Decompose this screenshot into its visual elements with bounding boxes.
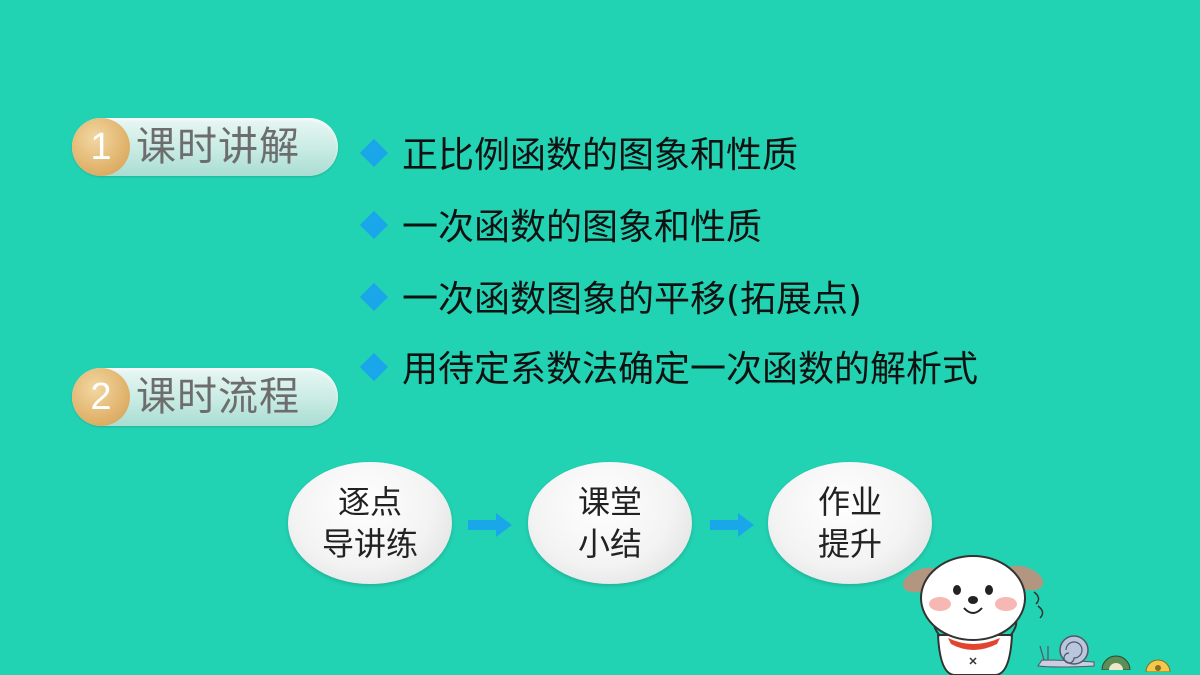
topic-item[interactable]: 一次函数图象的平移(拓展点)	[356, 276, 862, 324]
right-arrow-icon	[710, 513, 754, 537]
flow-line-1: 作业	[817, 483, 882, 521]
shell-icon	[1145, 659, 1171, 672]
cartoon-dog-icon	[902, 555, 1044, 675]
topic-text: 一次函数图象的平移(拓展点)	[402, 279, 863, 320]
diamond-icon	[359, 352, 389, 382]
topic-text: 用待定系数法确定一次函数的解析式	[402, 349, 979, 390]
snail-icon	[1037, 635, 1095, 668]
flow-line-2: 导讲练	[321, 525, 418, 563]
right-arrow-icon	[468, 513, 512, 537]
motion-lines-icon	[1033, 591, 1044, 619]
section-label: 课时流程	[136, 374, 300, 420]
diamond-icon	[359, 138, 389, 168]
flow-line-2: 提升	[817, 525, 882, 563]
topic-item[interactable]: 用待定系数法确定一次函数的解析式	[356, 346, 978, 394]
section-pill-lesson-flow: 2 课时流程	[72, 368, 338, 426]
section-number-badge: 2	[72, 368, 130, 426]
flow-line-2: 小结	[577, 525, 642, 563]
flow-node-homework[interactable]: 作业 提升	[768, 462, 932, 584]
shell-icon	[1101, 655, 1131, 670]
topic-text: 一次函数的图象和性质	[402, 207, 763, 248]
diamond-icon	[359, 282, 389, 312]
flow-line-1: 逐点	[337, 483, 402, 521]
topic-item[interactable]: 正比例函数的图象和性质	[356, 132, 798, 180]
section-pill-lesson-explanation: 1 课时讲解	[72, 118, 338, 176]
topic-text: 正比例函数的图象和性质	[402, 135, 799, 176]
diamond-icon	[359, 210, 389, 240]
section-label: 课时讲解	[136, 124, 300, 170]
flow-node-class-summary[interactable]: 课堂 小结	[528, 462, 692, 584]
section-number-badge: 1	[72, 118, 130, 176]
flow-node-point-by-point[interactable]: 逐点 导讲练	[288, 462, 452, 584]
topic-item[interactable]: 一次函数的图象和性质	[356, 204, 762, 252]
flow-line-1: 课堂	[577, 483, 642, 521]
